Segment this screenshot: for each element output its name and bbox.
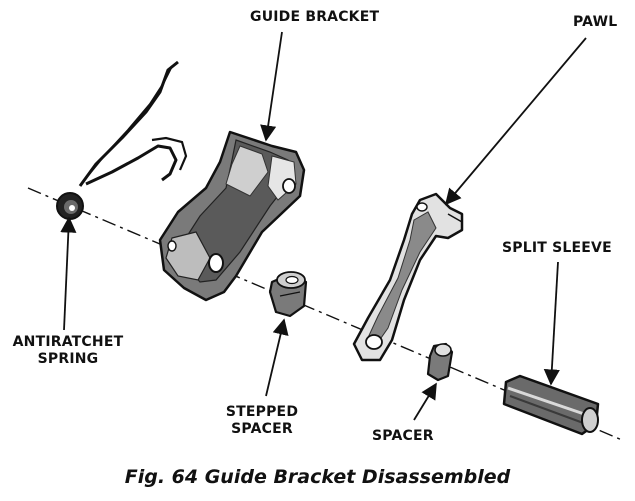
guide-bracket-label: GUIDE BRACKET: [250, 9, 380, 25]
stepped-spacer-label-line1: STEPPED: [225, 404, 299, 420]
spacer-part: [426, 342, 454, 382]
spacer-leader-arrow: [413, 382, 437, 421]
pawl-leader-arrow: [444, 37, 587, 206]
stepped-spacer-label-line2: SPACER: [231, 421, 293, 437]
antiratchet-spring-label-line1: ANTIRATCHET: [12, 334, 124, 350]
split-sleeve-label: SPLIT SLEEVE: [502, 240, 612, 256]
guide-bracket-part: [158, 130, 306, 302]
stepped-spacer-part: [268, 271, 308, 318]
antiratchet-spring-label: ANTIRATCHET SPRING: [4, 334, 132, 368]
pawl-part: [352, 192, 464, 362]
split-sleeve-part: [502, 374, 600, 436]
split-sleeve-leader-arrow: [543, 261, 560, 386]
stepped-spacer-leader-arrow: [265, 318, 289, 397]
spacer-label: SPACER: [372, 428, 434, 444]
antiratchet-spring-part: [56, 60, 188, 220]
pawl-label: PAWL: [573, 14, 618, 30]
antiratchet-spring-leader-arrow: [60, 216, 77, 331]
figure-caption: Fig. 64 Guide Bracket Disassembled: [124, 466, 511, 488]
antiratchet-spring-label-line2: SPRING: [37, 351, 99, 367]
stepped-spacer-label: STEPPED SPACER: [220, 404, 304, 438]
guide-bracket-leader-arrow: [260, 31, 283, 142]
